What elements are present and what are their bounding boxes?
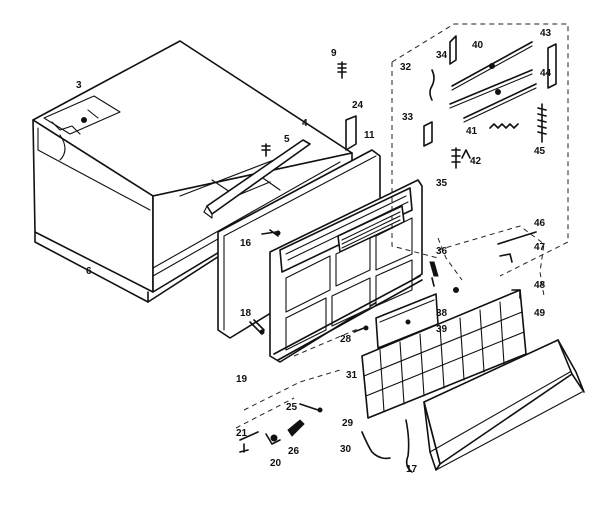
callout-47: 47 — [534, 242, 546, 253]
callout-18: 18 — [240, 308, 252, 319]
callout-20: 20 — [270, 458, 282, 469]
callout-11: 11 — [364, 130, 375, 141]
callout-46: 46 — [534, 218, 546, 229]
callout-16: 16 — [240, 238, 252, 249]
callout-36: 36 — [436, 246, 448, 257]
callout-34: 34 — [436, 50, 448, 61]
callout-32: 32 — [400, 62, 412, 73]
control-subassembly — [391, 23, 569, 277]
callout-44: 44 — [540, 68, 552, 79]
callout-21: 21 — [236, 428, 248, 439]
callout-5: 5 — [284, 134, 290, 145]
callout-26: 26 — [288, 446, 300, 457]
callout-33: 33 — [402, 112, 414, 123]
callout-49: 49 — [534, 308, 546, 319]
callout-6: 6 — [86, 266, 92, 277]
callout-38: 38 — [436, 308, 448, 319]
callout-17: 17 — [406, 464, 418, 475]
small-hardware — [235, 61, 545, 473]
callout-43: 43 — [540, 28, 552, 39]
callout-35: 35 — [436, 178, 448, 189]
callout-40: 40 — [472, 40, 484, 51]
callout-42: 42 — [470, 156, 482, 167]
front-door-panel — [423, 339, 585, 471]
callout-labels: 3 6 5 4 9 24 11 16 18 19 28 25 21 20 26 … — [76, 28, 552, 475]
front-grille-frame — [269, 179, 423, 363]
callout-41: 41 — [466, 126, 478, 137]
callout-19: 19 — [236, 374, 248, 385]
cabinet-rail — [203, 139, 311, 219]
callout-30: 30 — [340, 444, 352, 455]
callout-25: 25 — [286, 402, 298, 413]
callout-45: 45 — [534, 146, 546, 157]
callout-4: 4 — [302, 118, 308, 129]
callout-48: 48 — [534, 280, 546, 291]
callout-29: 29 — [342, 418, 354, 429]
callout-28: 28 — [340, 334, 352, 345]
callout-39: 39 — [436, 324, 448, 335]
callout-3: 3 — [76, 80, 82, 91]
callout-24: 24 — [352, 100, 364, 111]
callout-9: 9 — [331, 48, 337, 59]
callout-31: 31 — [346, 370, 358, 381]
